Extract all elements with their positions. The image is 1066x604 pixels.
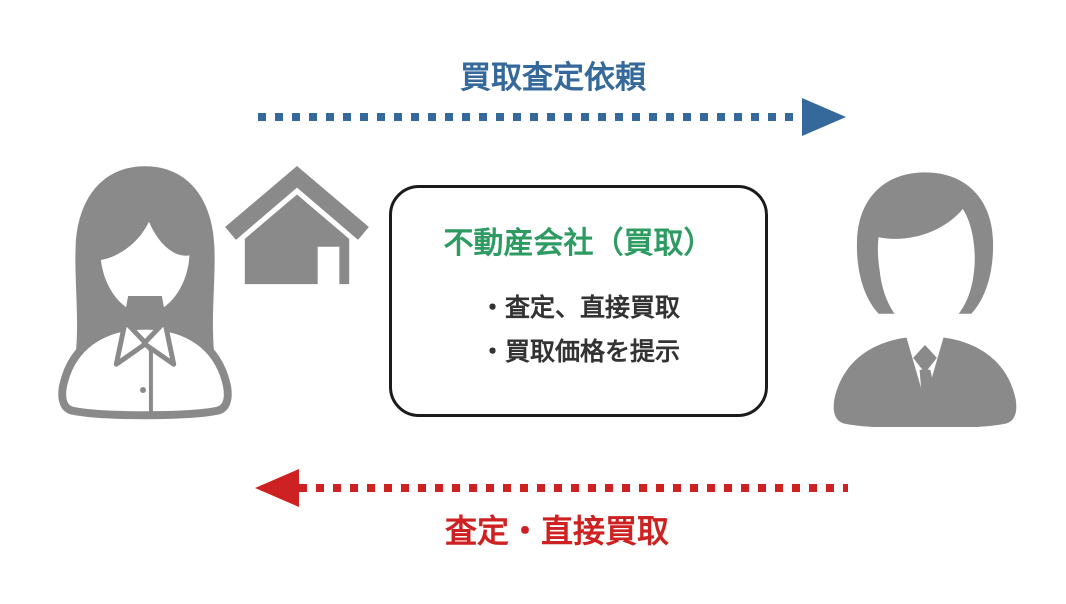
bottom-flow-label: 査定・直接買取: [444, 512, 669, 550]
company-box-item: ・査定、直接買取: [480, 293, 681, 322]
company-box: 不動産会社（買取） ・査定、直接買取 ・買取価格を提示: [389, 185, 768, 417]
company-box-item: ・買取価格を提示: [480, 337, 681, 366]
response-arrow-icon: [255, 469, 848, 507]
female-seller-icon: [58, 166, 232, 420]
company-box-items: ・査定、直接買取 ・買取価格を提示: [392, 286, 765, 374]
request-arrow-icon: [258, 98, 846, 136]
house-icon: [225, 165, 369, 285]
male-buyer-icon: [833, 172, 1017, 427]
top-flow-label: 買取査定依頼: [460, 60, 646, 96]
company-box-title: 不動産会社（買取）: [443, 226, 714, 261]
